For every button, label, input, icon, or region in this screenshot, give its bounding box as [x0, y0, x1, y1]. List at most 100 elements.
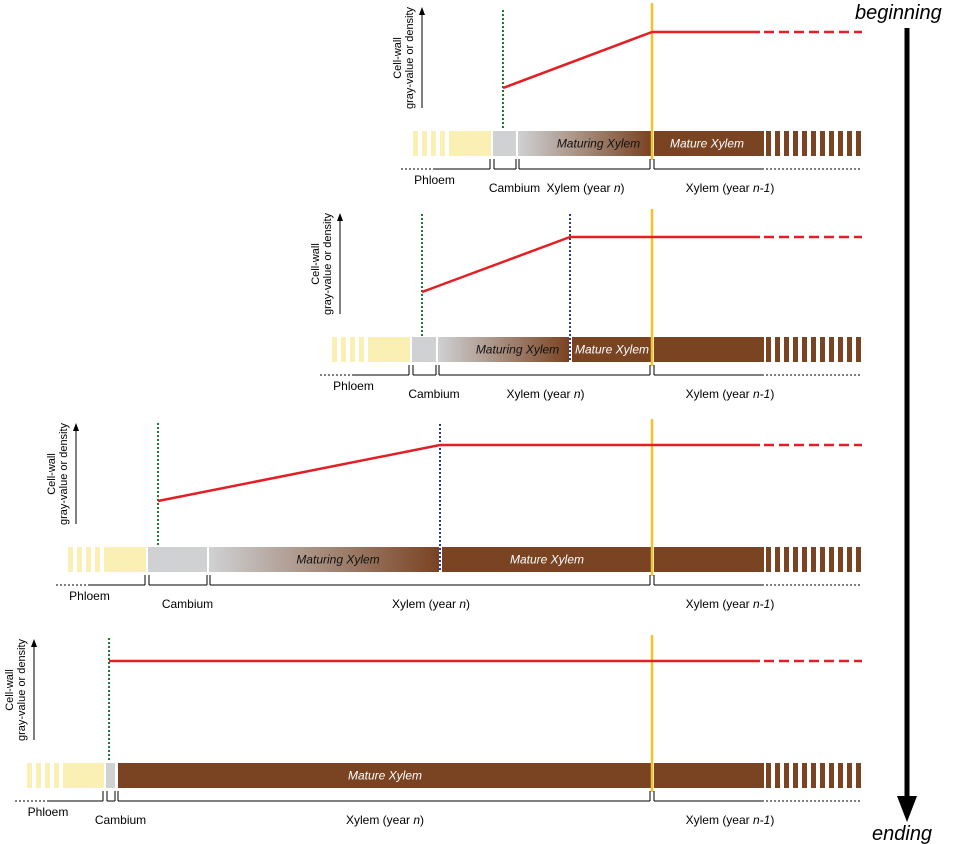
- xylem-year-n1-label: Xylem (year n-1): [686, 387, 775, 401]
- mature-xylem-year-n-label: Mature Xylem: [575, 343, 649, 357]
- cambium-block: [412, 337, 436, 362]
- xylem-year-var: n-1: [753, 181, 770, 195]
- mature-xylem-stripe: [847, 337, 852, 362]
- mature-xylem-stripe: [820, 337, 825, 362]
- xylem-prefix: Xylem (year: [686, 597, 753, 611]
- xylem-suffix: ): [770, 387, 774, 401]
- xylem-prefix: Xylem (year: [392, 597, 459, 611]
- xylem-prefix: Xylem (year: [686, 813, 753, 827]
- mature-xylem-stripe: [802, 337, 807, 362]
- mature-xylem-stripe: [775, 547, 780, 572]
- mature-xylem-stripe: [829, 131, 834, 156]
- cambium-label: Cambium: [489, 181, 540, 195]
- mature-xylem-prev-block: [654, 131, 764, 156]
- phloem-stripe: [413, 131, 418, 156]
- phloem-stripe: [54, 763, 59, 788]
- mature-xylem-year-n-label: Mature Xylem: [348, 769, 422, 783]
- xylem-suffix: ): [770, 181, 774, 195]
- y-axis-label-line2: gray-value or density: [16, 638, 28, 741]
- mature-xylem-stripe: [820, 131, 825, 156]
- y-axis-label-line1: Cell-wall: [4, 669, 16, 711]
- phloem-stripe: [77, 547, 82, 572]
- maturing-xylem-label: Maturing Xylem: [476, 343, 559, 357]
- mature-xylem-stripe: [856, 131, 861, 156]
- xylem-year-n-label: Xylem (year n): [506, 387, 584, 401]
- xylem-prefix: Xylem (year: [686, 181, 753, 195]
- time-arrow: beginning ending: [855, 2, 942, 844]
- phloem-stripe: [27, 763, 32, 788]
- mature-xylem-stripe: [784, 547, 789, 572]
- mature-xylem-prev-block: [654, 337, 764, 362]
- mature-xylem-stripe: [856, 763, 861, 788]
- phloem-stripe: [68, 547, 73, 572]
- xylem-year-var: n: [459, 597, 466, 611]
- mature-xylem-stripe: [856, 337, 861, 362]
- mature-xylem-prev-label: Mature Xylem: [670, 137, 744, 151]
- xylem-prefix: Xylem (year: [546, 181, 613, 195]
- xylem-suffix: ): [420, 813, 424, 827]
- phloem-stripe: [350, 337, 355, 362]
- phloem-stripe: [36, 763, 41, 788]
- phloem-label: Phloem: [333, 379, 374, 393]
- ending-label: ending: [872, 823, 932, 844]
- cambium-block: [106, 763, 115, 788]
- cambium-label: Cambium: [162, 597, 213, 611]
- cambium-block: [148, 547, 207, 572]
- density-ramp: [502, 30, 653, 90]
- mature-xylem-stripe: [766, 547, 771, 572]
- xylem-year-n-label: Xylem (year n): [392, 597, 470, 611]
- mature-xylem-stripe: [784, 763, 789, 788]
- mature-xylem-stripe: [802, 547, 807, 572]
- mature-xylem-stripe: [847, 763, 852, 788]
- mature-xylem-stripe: [838, 131, 843, 156]
- mature-xylem-stripe: [784, 337, 789, 362]
- y-axis-label-line2: gray-value or density: [322, 212, 334, 315]
- phloem-stripe: [440, 131, 445, 156]
- mature-xylem-stripe: [829, 337, 834, 362]
- phloem-label: Phloem: [69, 589, 110, 603]
- xylem-year-n1-label: Xylem (year n-1): [686, 813, 775, 827]
- phloem-label: Phloem: [28, 805, 69, 819]
- mature-xylem-stripe: [829, 547, 834, 572]
- mature-xylem-stripe: [820, 547, 825, 572]
- mature-xylem-stripe: [802, 763, 807, 788]
- phloem-stripe: [86, 547, 91, 572]
- phloem-stripe: [422, 131, 427, 156]
- maturing-xylem-label: Maturing Xylem: [557, 137, 640, 151]
- phloem-stripe: [45, 763, 50, 788]
- mature-xylem-stripe: [793, 131, 798, 156]
- phloem-stripe: [341, 337, 346, 362]
- mature-xylem-stripe: [811, 337, 816, 362]
- phloem-block: [449, 131, 491, 156]
- mature-xylem-stripe: [811, 131, 816, 156]
- y-axis-label-line1: Cell-wall: [392, 37, 404, 79]
- y-axis-label-line1: Cell-wall: [46, 453, 58, 495]
- phloem-stripe: [431, 131, 436, 156]
- cambium-label: Cambium: [95, 813, 146, 827]
- density-ramp: [421, 235, 571, 294]
- xylem-year-n-label: Xylem (year n): [546, 181, 624, 195]
- mature-xylem-year-n-block: [572, 337, 651, 362]
- xylem-year-var: n-1: [753, 813, 770, 827]
- phloem-block: [63, 763, 104, 788]
- phloem-label: Phloem: [414, 173, 455, 187]
- mature-xylem-stripe: [766, 763, 771, 788]
- xylem-suffix: ): [581, 387, 585, 401]
- beginning-label: beginning: [855, 2, 942, 24]
- y-axis-arrowhead: [31, 639, 37, 647]
- mature-xylem-stripe: [847, 547, 852, 572]
- mature-xylem-stripe: [766, 131, 771, 156]
- y-axis-label-line1: Cell-wall: [310, 243, 322, 285]
- mature-xylem-stripe: [775, 131, 780, 156]
- mature-xylem-stripe: [838, 337, 843, 362]
- xylem-year-n1-label: Xylem (year n-1): [686, 181, 775, 195]
- xylem-suffix: ): [770, 813, 774, 827]
- maturing-xylem-label: Maturing Xylem: [296, 553, 379, 567]
